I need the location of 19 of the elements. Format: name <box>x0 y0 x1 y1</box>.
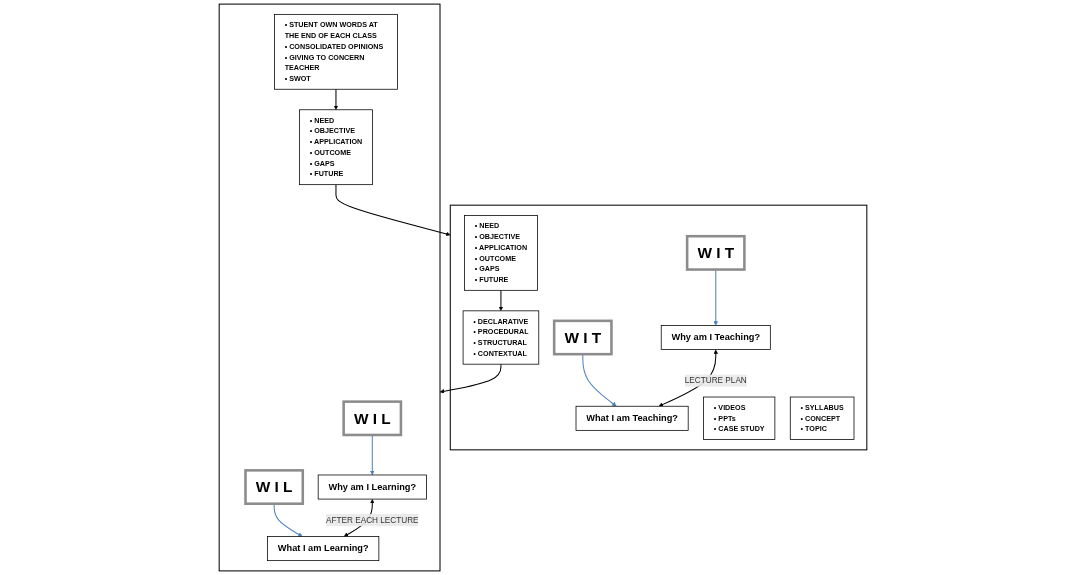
edge-label: AFTER EACH LECTURE <box>326 515 419 525</box>
cluster <box>218 3 441 572</box>
arrow <box>439 363 502 394</box>
arrow <box>498 289 504 312</box>
node-box: Why am I Teaching? <box>660 325 771 350</box>
node-box: W I L <box>244 469 305 505</box>
node-box: Why am I Learning? <box>317 474 427 500</box>
node-box: What I am Teaching? <box>575 405 689 431</box>
node-box: What I am Learning? <box>267 536 380 562</box>
node-box: W I T <box>552 319 613 356</box>
cluster <box>449 204 868 451</box>
arrow <box>713 269 719 326</box>
arrow <box>370 434 375 476</box>
node-box: W I L <box>342 400 403 437</box>
node-box: W I T <box>685 234 746 271</box>
arrow <box>333 88 339 110</box>
edge-label: LECTURE PLAN <box>684 375 747 385</box>
arrow <box>335 184 451 237</box>
arrow <box>273 503 303 537</box>
